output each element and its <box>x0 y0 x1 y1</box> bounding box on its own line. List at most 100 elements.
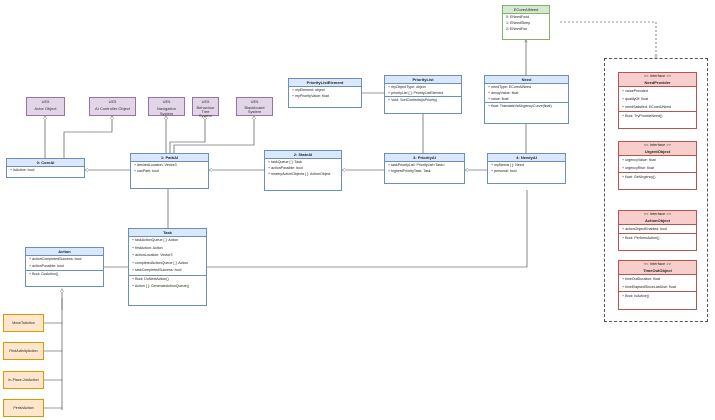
class-title: 0: CoreAI <box>7 159 84 167</box>
class-field: + highestPriorityTask: Task <box>388 169 431 173</box>
ue-blackboard: UE5 Blackboard System <box>236 97 273 116</box>
interface-title: UrgentObject <box>619 148 696 156</box>
class-field: + taskCompletedSuccess: bool <box>132 268 182 272</box>
interface-action-object: << Interface >> ActionObject + actionObj… <box>618 210 697 251</box>
ue-label: UE5 <box>201 99 210 104</box>
class-method: + Action [ ]: GenerateActionQueue() <box>132 284 190 288</box>
class-priority-list: PriorityList + myObjectType: object + pr… <box>384 75 462 114</box>
class-field: + actionLocation: Vector3 <box>132 253 173 257</box>
class-need: Need + needType: ECoreAINeed + decayValu… <box>484 75 569 124</box>
edge-action-subclasses <box>44 298 63 410</box>
ue-label: UE5 <box>162 99 171 104</box>
enum-item: 2: ENeedFun <box>506 27 528 31</box>
ue-ai-controller: UE5 AI Controller Object <box>89 97 136 116</box>
interface-time-out-object: << Interface >> TimeOutObject + timeOutD… <box>618 260 697 310</box>
class-field: + IsActive: bool <box>10 168 35 172</box>
class-field: + myPriorityValue: float <box>292 94 329 98</box>
interface-title: NeedProvider <box>619 79 696 87</box>
class-priority-list-element: PriorityListElement + myElement: object … <box>288 78 362 108</box>
class-field: + completedActionQueue [ ]: Action <box>132 260 189 265</box>
ue-label: UE5 <box>250 99 259 104</box>
edge-coreai-aicontroller <box>63 116 112 158</box>
class-field: + canPath: bool <box>134 169 160 173</box>
enum-item: 0: ENeedFood <box>506 15 530 19</box>
class-field: + taskActionQueue [ ]: Action <box>132 238 179 242</box>
class-title: 2: StateAI <box>265 151 341 159</box>
class-title: 1: PathAI <box>131 154 208 162</box>
interface-field: + urgencyValue: float <box>622 158 656 162</box>
class-title: FindActivityAction <box>9 349 38 353</box>
interface-field: + needSatisfied: ECoreAINeed <box>622 105 672 109</box>
interface-title: TimeOutObject <box>619 267 696 275</box>
class-field: + myNeeds [ ]: Need <box>491 163 524 167</box>
class-title: In-Place-JobAction <box>8 378 39 382</box>
class-needy-ai: 4: NeedyAI + myNeeds [ ]: Need + persona… <box>487 153 566 184</box>
class-priority-ai: 3: PriorityAI + taskPriorityList: Priori… <box>384 153 465 184</box>
class-task: Task + taskActionQueue [ ]: Action + fir… <box>128 228 207 306</box>
class-title: Task <box>129 229 206 237</box>
interface-field: + actionObjectEnabled: bool <box>622 227 668 231</box>
class-field: + actionPossible: bool <box>268 166 304 170</box>
edge-pathai-blackboard <box>173 116 254 153</box>
ue-label: Navigation System <box>157 106 176 116</box>
class-method: + Bool: DoAction() <box>26 270 103 278</box>
class-field: + myObjectType: object <box>388 85 426 89</box>
ue-actor-object: UE5 Actor Object <box>26 97 65 116</box>
interface-method: + Bool: IsActive() <box>619 291 696 300</box>
edge-task-needyai <box>203 190 528 269</box>
class-find-activity-action: FindActivityAction <box>3 342 44 360</box>
class-field: + decayValue: float <box>488 91 519 95</box>
interface-method: + float: GetUrgency() <box>619 172 696 181</box>
class-title: PerishAction <box>13 406 34 410</box>
interface-field: + timeOutDuration: float <box>622 277 661 281</box>
ue-label: Actor Object <box>34 106 57 111</box>
class-method: + Void: SortContents(isPriority) <box>385 96 461 103</box>
class-field: + myElement: object <box>292 88 325 92</box>
class-field: + priorityList [ ]: PriorityListElement <box>388 91 444 95</box>
ue-navigation-system: UE5 Navigation System <box>148 97 185 116</box>
class-field: + taskPriorityList: PriorityList<Task> <box>388 163 445 167</box>
interface-field: + qualityOf: float <box>622 97 649 101</box>
class-title: PriorityListElement <box>289 79 361 87</box>
class-field: + needType: ECoreAINeed <box>488 85 532 89</box>
class-field: + taskQueue [ ]: Task <box>268 160 302 164</box>
class-action: Action + actionCompletedSuccess: bool + … <box>25 247 104 287</box>
class-field: + actionCompletedSuccess: bool <box>29 257 82 261</box>
interface-field: + timeElapsedSinceLastUse: float <box>622 285 676 289</box>
ue-behaviour-tree: UE5 Behaviour Tree System <box>192 97 219 118</box>
interface-need-provider: << Interface >> NeedProvider + valueProv… <box>618 72 697 129</box>
interface-title: ActionObject <box>619 217 696 225</box>
class-field: + value: float <box>488 97 509 101</box>
interface-method: + Bool: PerformAction() <box>619 233 696 242</box>
enum-item: 1: ENeedSleep <box>506 21 531 25</box>
edge-pathai-behaviour <box>169 116 205 153</box>
interface-field: + urgencyRise: float <box>622 166 654 170</box>
interface-stereotype: << Interface >> <box>619 261 696 268</box>
class-title: 4: NeedyAI <box>488 154 565 162</box>
interface-method: + Bool: TryProvideNeed() <box>619 111 696 120</box>
class-core-ai: 0: CoreAI + IsActive: bool <box>6 158 85 178</box>
ue-label: UE5 <box>41 99 50 104</box>
class-field: + nearbyActionObjects [ ]: ActionObject <box>268 172 331 176</box>
class-title: Action <box>26 248 103 256</box>
class-state-ai: 2: StateAI + taskQueue [ ]: Task + actio… <box>264 150 342 191</box>
class-in-place-job-action: In-Place-JobAction <box>3 371 44 389</box>
class-title: PriorityList <box>385 76 461 84</box>
interface-stereotype: << Interface >> <box>619 73 696 80</box>
class-field: + desiredLocation: Vector3 <box>134 163 177 167</box>
class-perish-action: PerishAction <box>3 399 44 417</box>
ue-label: UE5 <box>108 99 117 104</box>
enum-ecoreai-need: ECoreAINeed 0: ENeedFood 1: ENeedSleep 2… <box>502 5 550 40</box>
class-field: + actionPossible: bool <box>29 264 65 268</box>
class-path-ai: 1: PathAI + desiredLocation: Vector3 + c… <box>130 153 209 189</box>
interface-stereotype: << Interface >> <box>619 142 696 149</box>
enum-title: ECoreAINeed <box>503 6 549 14</box>
class-method: + float: TranslateValUrgencyCurve(float) <box>485 102 568 109</box>
class-method: + Bool: DoNextAction() <box>129 274 206 284</box>
class-title: MoveToAction <box>12 321 35 325</box>
ue-label: Blackboard System <box>244 105 265 114</box>
class-title: Need <box>485 76 568 84</box>
class-field: + personal: bool <box>491 169 517 173</box>
interface-urgent-object: << Interface >> UrgentObject + urgencyVa… <box>618 141 697 190</box>
